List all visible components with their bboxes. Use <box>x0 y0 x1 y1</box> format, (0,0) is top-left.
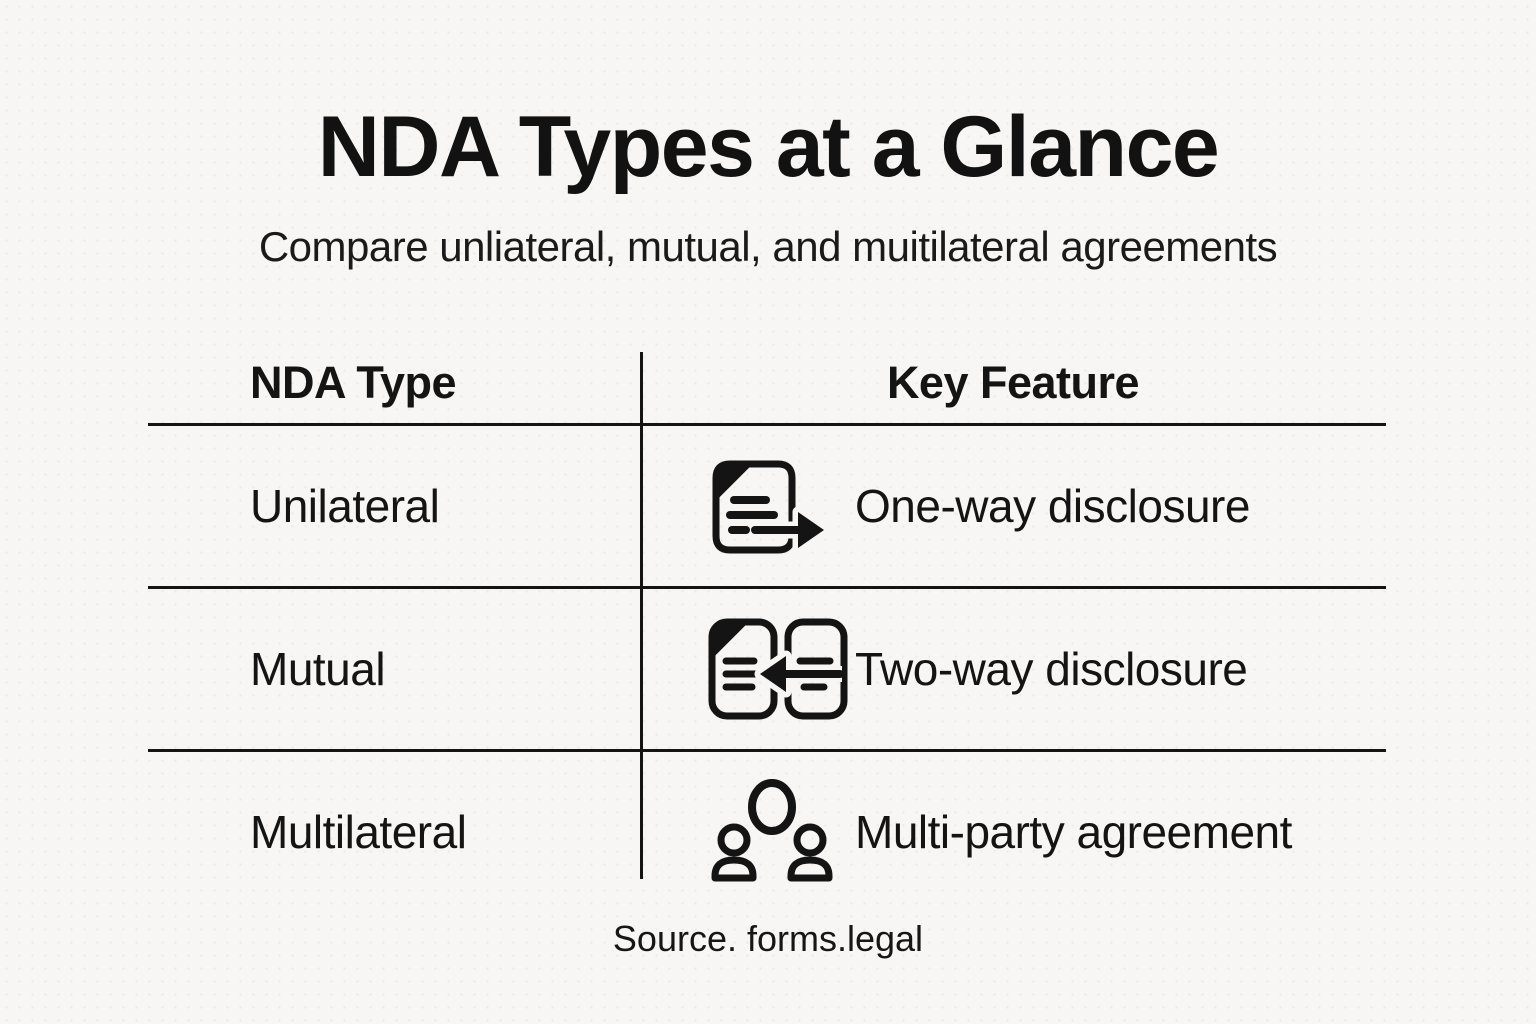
nda-type-label: Mutual <box>250 643 386 695</box>
column-header-nda-type: NDA Type <box>250 356 457 408</box>
feature-label: Multi-party agreement <box>855 806 1292 858</box>
table-header-row: NDA Type Key Feature <box>148 350 1386 426</box>
column-divider-line <box>640 352 643 879</box>
page-subtitle: Compare unliateral, mutual, and muitilat… <box>258 223 1278 270</box>
nda-comparison-table: NDA Type Key Feature Unilateral <box>148 350 1386 912</box>
table-row-multilateral: Multilateral Multi-party agreement <box>148 752 1386 912</box>
table-row-mutual: Mutual <box>148 589 1386 752</box>
page-title: NDA Types at a Glance <box>317 99 1220 195</box>
nda-type-label: Multilateral <box>250 806 467 858</box>
feature-cell: Multi-party agreement <box>640 777 1386 887</box>
document-arrow-right-icon <box>702 456 855 556</box>
feature-cell: Two-way disclosure <box>640 614 1386 724</box>
feature-label: One-way disclosure <box>855 480 1250 532</box>
column-header-key-feature: Key Feature <box>886 356 1140 408</box>
feature-cell: One-way disclosure <box>640 456 1386 556</box>
nda-type-label: Unilateral <box>250 480 440 532</box>
table-row-unilateral: Unilateral <box>148 426 1386 589</box>
feature-label: Two-way disclosure <box>855 643 1248 695</box>
documents-exchange-icon <box>702 614 855 724</box>
people-group-icon <box>702 777 855 887</box>
source-text: Source. forms.legal <box>612 918 924 959</box>
